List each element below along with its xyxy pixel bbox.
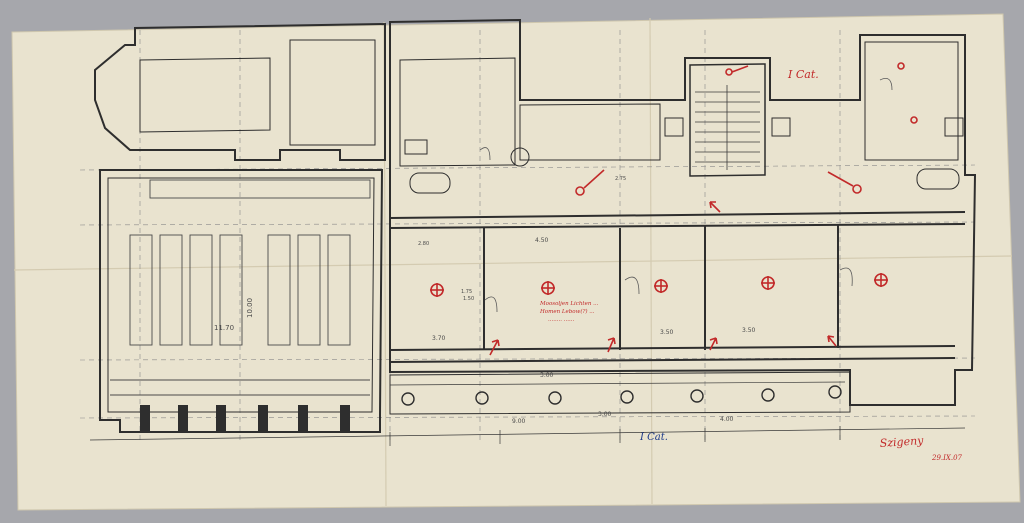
dim-small-2: 2.75 <box>615 176 626 182</box>
arrow-icon <box>607 337 616 353</box>
category-label-top: I Cat. <box>787 68 819 81</box>
wall-lamp-icon <box>575 169 605 196</box>
dimension-lines <box>89 381 966 446</box>
arrow-icon <box>827 335 837 347</box>
wall-lamp-icon <box>897 62 905 70</box>
dim-span-2: 4.00 <box>720 416 734 423</box>
dim-main-hall-width: 11.70 <box>214 324 234 332</box>
dim-room-a: 3.70 <box>432 335 446 342</box>
fixtures <box>404 117 964 194</box>
dim-room-c: 4.50 <box>535 237 549 244</box>
columns <box>401 385 842 406</box>
signature-date: 29.IX.07 <box>931 454 963 462</box>
signature-name: Szigeny <box>879 434 924 450</box>
dim-main-hall-depth: 10.00 <box>246 298 254 318</box>
wall-lamp-icon <box>827 171 862 194</box>
ceiling-light-icon <box>874 273 888 287</box>
ceiling-light-icon <box>761 276 775 290</box>
center-note-line1: Moosoljen Lichten ... <box>539 301 599 307</box>
dim-small-1: 1.75 <box>461 289 472 295</box>
door-swings <box>479 77 893 313</box>
dim-room-b: 3.50 <box>660 329 674 336</box>
paper-sheet <box>11 13 1021 511</box>
arrow-icon <box>709 337 718 351</box>
dim-room-h2: 3.00 <box>598 411 612 418</box>
ceiling-light-icon <box>430 283 444 297</box>
dim-room-d: 3.50 <box>742 327 756 334</box>
wall-lamp-icon <box>725 65 749 76</box>
center-note-line3: ........ ...... <box>548 317 574 323</box>
dim-room-h1: 2.80 <box>418 241 429 247</box>
staircase <box>695 85 760 170</box>
arrow-icon <box>489 339 500 356</box>
ceiling-light-icon <box>541 281 555 295</box>
arrow-icon <box>709 201 721 213</box>
benches <box>110 179 371 396</box>
ceiling-light-icon <box>654 279 668 293</box>
walls <box>94 18 977 433</box>
dim-span-1: 3.00 <box>540 372 554 379</box>
light-fixture-symbols <box>430 62 918 297</box>
dim-bottom-total: 9.00 <box>512 418 526 425</box>
dim-small-3: 1.50 <box>463 296 474 302</box>
center-note-line2: Homen Lebow(?) ... <box>539 308 595 315</box>
category-label-bottom: I Cat. <box>639 432 668 443</box>
red-arrows <box>489 201 837 356</box>
wall-lamp-icon <box>910 116 918 124</box>
piers <box>140 405 350 433</box>
